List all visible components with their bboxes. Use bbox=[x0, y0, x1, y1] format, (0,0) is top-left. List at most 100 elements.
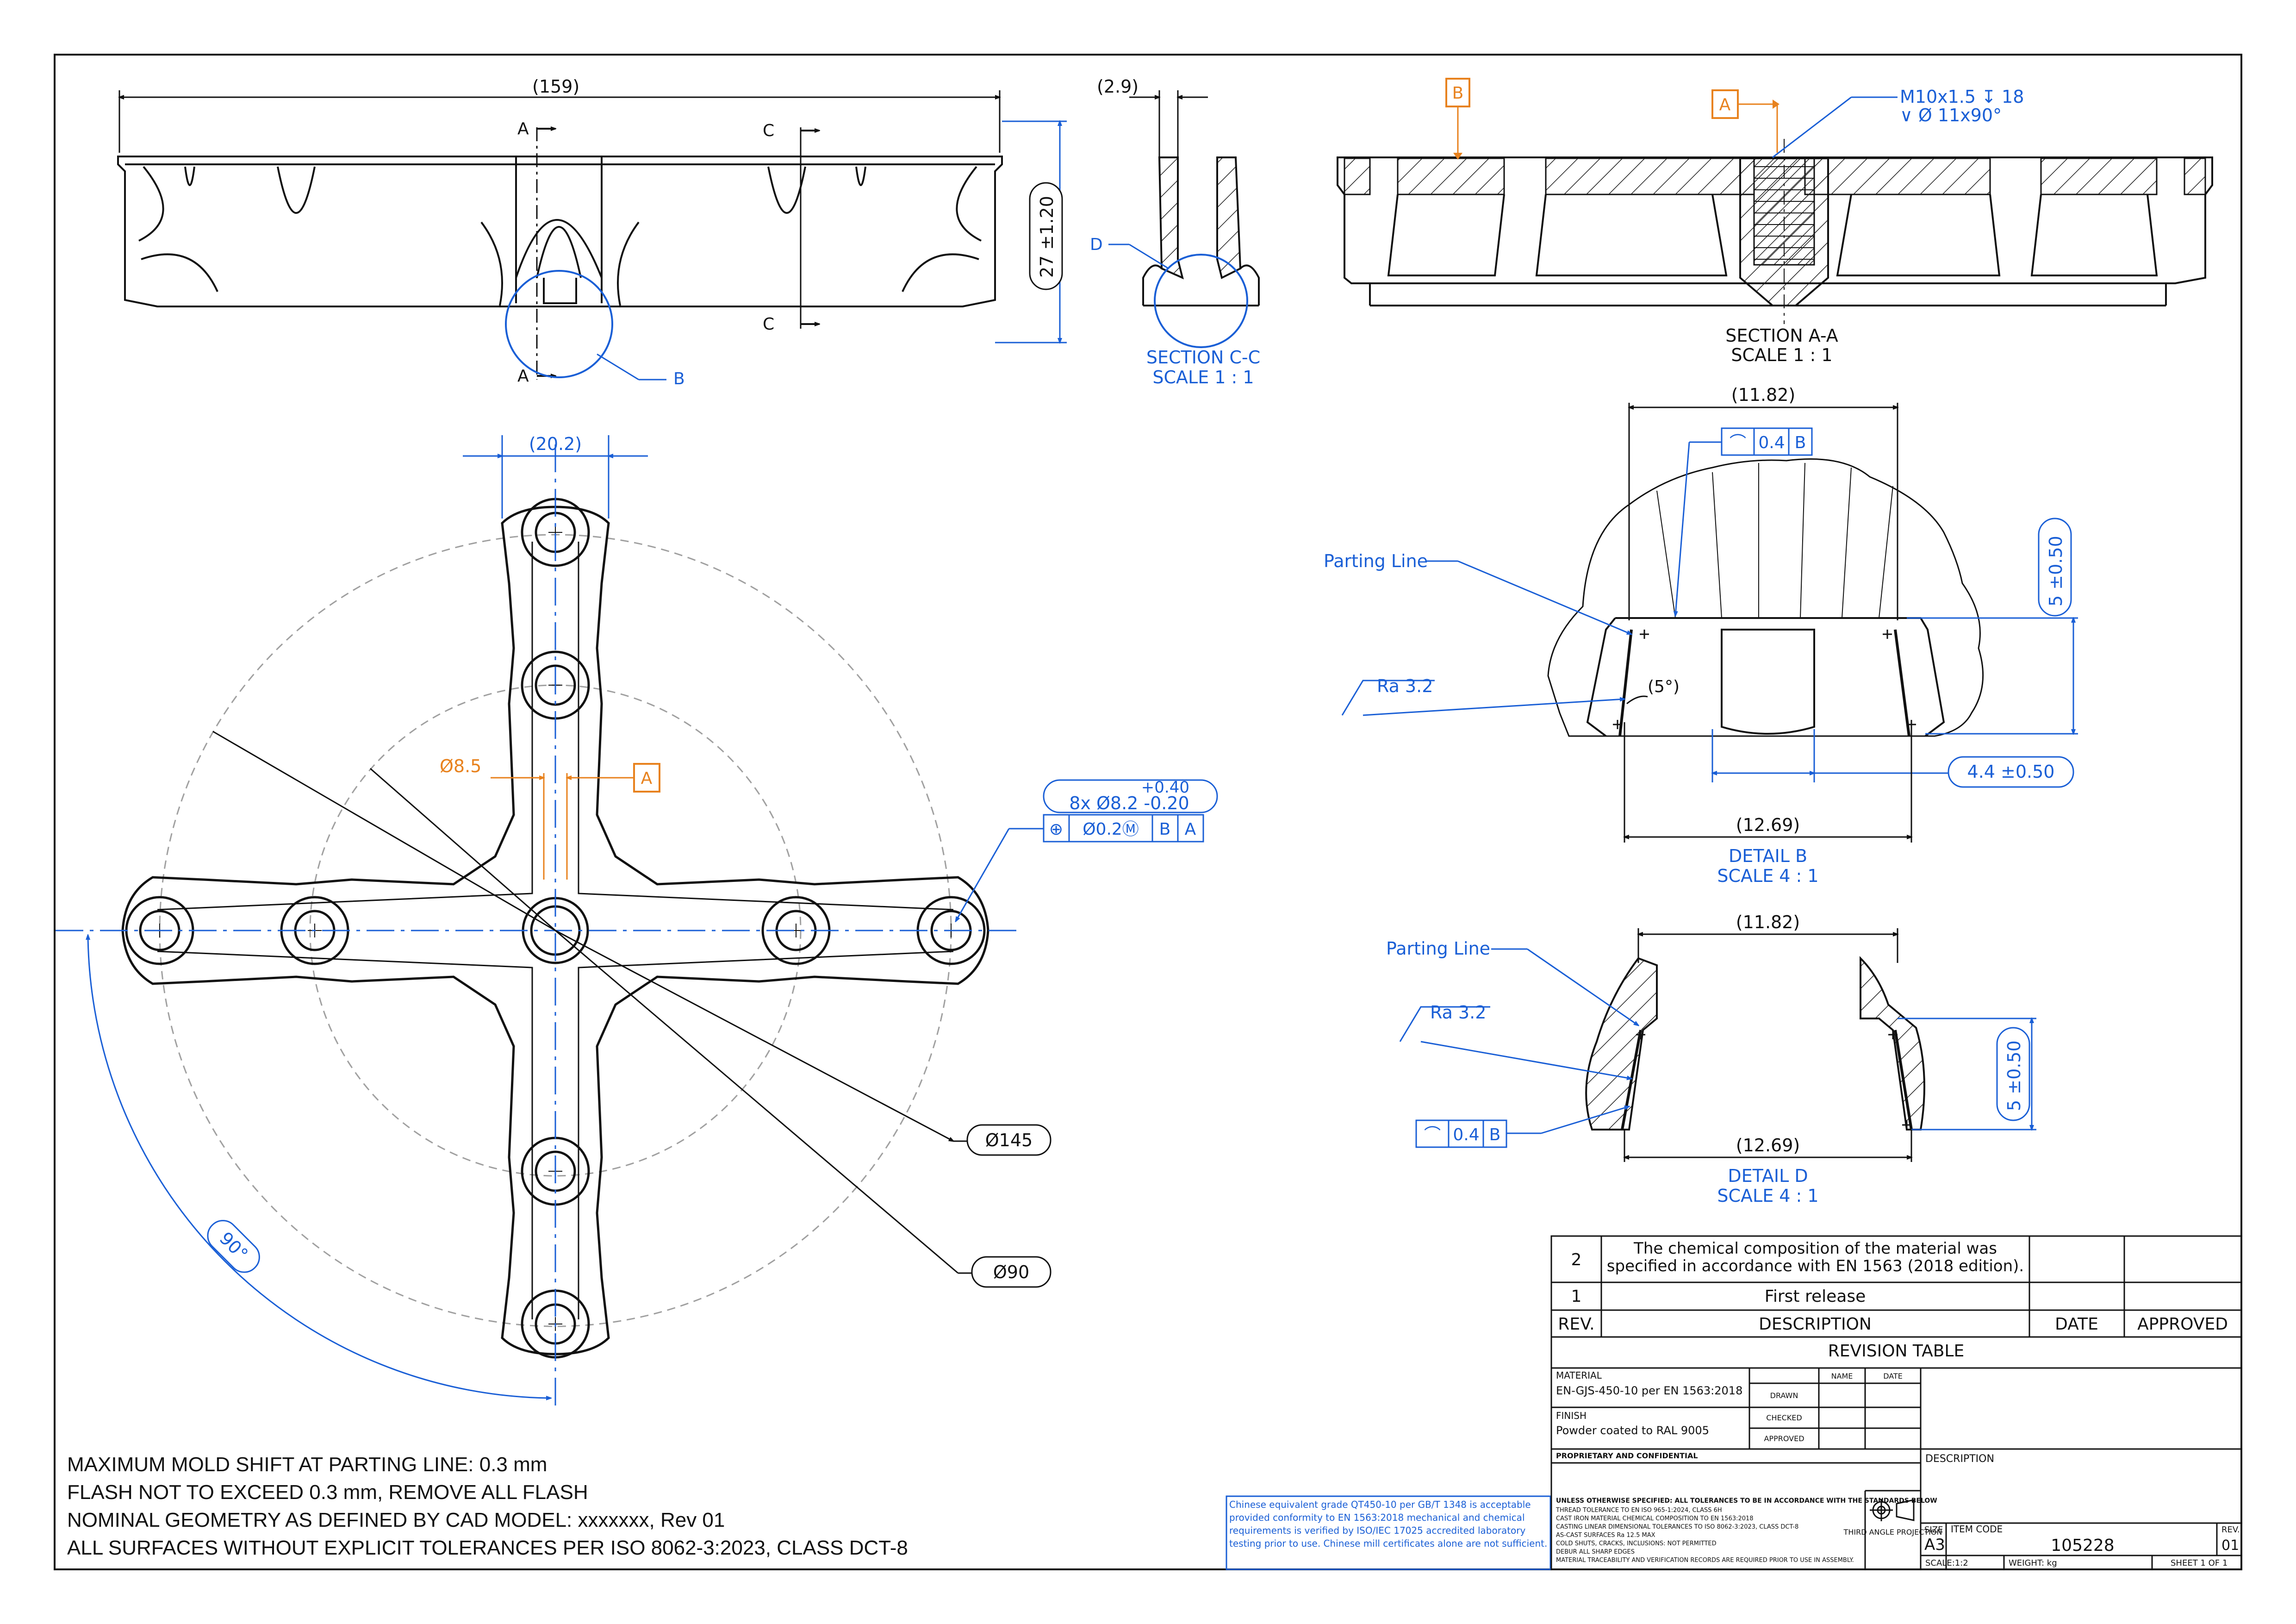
material-value: EN-GJS-450-10 per EN 1563:2018 bbox=[1556, 1384, 1742, 1397]
dim-bore-diameter: Ø8.5 bbox=[440, 756, 481, 776]
material-label: MATERIAL bbox=[1556, 1370, 1602, 1381]
pcd-inner-diameter: Ø90 bbox=[993, 1262, 1029, 1282]
dim-overall-length: (159) bbox=[532, 76, 579, 97]
size-value: A3 bbox=[1924, 1536, 1945, 1554]
detail-d-dim-height: 5 ±0.50 bbox=[2004, 1040, 2024, 1111]
finish-label: FINISH bbox=[1556, 1410, 1587, 1421]
tolerance-line: CAST IRON MATERIAL CHEMICAL COMPOSITION … bbox=[1556, 1515, 1754, 1522]
third-angle-projection-icon bbox=[1870, 1499, 1915, 1521]
approved-label: APPROVED bbox=[1764, 1434, 1804, 1443]
material-note-box bbox=[1226, 1495, 1551, 1570]
position-tolerance-icon: ⊕ bbox=[1049, 820, 1063, 839]
section-a-a-scale: SCALE 1 : 1 bbox=[1731, 345, 1832, 365]
section-markers-top: A A C C bbox=[517, 119, 819, 386]
detail-b-profile-tol: 0.4 bbox=[1758, 433, 1785, 452]
detail-d-dim-top: (11.82) bbox=[1736, 912, 1800, 932]
detail-b-scale: SCALE 4 : 1 bbox=[1717, 866, 1818, 886]
parting-line-label-d: Parting Line bbox=[1386, 938, 1490, 959]
detail-d-title: DETAIL D bbox=[1728, 1166, 1808, 1186]
drawn-label: DRAWN bbox=[1770, 1391, 1798, 1400]
section-a-a-title: SECTION A-A bbox=[1725, 325, 1838, 346]
rev-row-2-number: 2 bbox=[1571, 1250, 1582, 1269]
finish-value: Powder coated to RAL 9005 bbox=[1556, 1424, 1709, 1437]
rev-header: REV. bbox=[1558, 1315, 1594, 1334]
section-c-marker: C bbox=[763, 121, 774, 140]
detail-b-title: DETAIL B bbox=[1729, 846, 1807, 866]
tolerance-line: DEBUR ALL SHARP EDGES bbox=[1556, 1549, 1635, 1555]
section-a-a-view: B A M10x1.5 ↧ 18 ∨ Ø 11x90° SECTION A-A … bbox=[1337, 78, 2213, 365]
detail-d-view: (11.82) Parting Line Ra 3.2 ⌒ 0.4 B 5 ±0… bbox=[1386, 912, 2036, 1206]
section-c-c-scale: SCALE 1 : 1 bbox=[1152, 367, 1254, 387]
detail-b-dim-height: 5 ±0.50 bbox=[2046, 536, 2066, 606]
detail-b-dim-bottom: (12.69) bbox=[1736, 815, 1800, 835]
detail-d-profile-tol: 0.4 bbox=[1453, 1125, 1479, 1144]
detail-d-dim-bottom: (12.69) bbox=[1736, 1135, 1800, 1156]
tolerance-line: AS-CAST SURFACES Ra 12.5 MAX bbox=[1556, 1532, 1655, 1539]
rev-row-2-description: The chemical composition of the material… bbox=[1606, 1240, 2024, 1275]
tolerance-heading: UNLESS OTHERWISE SPECIFIED: ALL TOLERANC… bbox=[1556, 1497, 1937, 1505]
detail-b-label: B bbox=[673, 369, 685, 388]
detail-b-profile-datum: B bbox=[1795, 433, 1806, 452]
dim-wall-thickness: (2.9) bbox=[1097, 76, 1139, 97]
hole-callout: 8x Ø8.2 -0.20 bbox=[1069, 793, 1189, 813]
detail-b-roughness: Ra 3.2 bbox=[1377, 676, 1433, 696]
sheet-border bbox=[54, 54, 2242, 1570]
hole-tolerance-upper: +0.40 bbox=[1141, 778, 1189, 797]
detail-d-roughness: Ra 3.2 bbox=[1430, 1002, 1486, 1023]
dim-height: 27 ±1.20 bbox=[1037, 196, 1057, 278]
profile-tolerance-icon-d: ⌒ bbox=[1424, 1125, 1441, 1144]
tolerance-line: COLD SHUTS, CRACKS, INCLUSIONS: NOT PERM… bbox=[1556, 1540, 1717, 1547]
detail-b-view: (11.82) ⌒ 0.4 B Parting Line Ra 3.2 (5°)… bbox=[1324, 385, 2078, 886]
revision-table-title: REVISION TABLE bbox=[1828, 1342, 1965, 1361]
proprietary-label: PROPRIETARY AND CONFIDENTIAL bbox=[1556, 1451, 1698, 1460]
description-header: DESCRIPTION bbox=[1759, 1315, 1872, 1334]
note-4: ALL SURFACES WITHOUT EXPLICIT TOLERANCES… bbox=[67, 1537, 908, 1559]
item-code-label: ITEM CODE bbox=[1951, 1524, 2003, 1535]
checked-label: CHECKED bbox=[1766, 1413, 1802, 1422]
detail-d-label: D bbox=[1090, 235, 1103, 254]
datum-a-tag-plan: A bbox=[641, 769, 653, 788]
datum-a-tag: A bbox=[1719, 95, 1731, 114]
detail-d-profile-datum: B bbox=[1489, 1125, 1501, 1144]
tolerance-line: MATERIAL TRACEABILITY AND VERIFICATION R… bbox=[1556, 1557, 1854, 1564]
dim-arm-width: (20.2) bbox=[529, 434, 582, 454]
item-code-value: 105228 bbox=[2051, 1536, 2114, 1555]
weight-value: WEIGHT: kg bbox=[2009, 1558, 2057, 1568]
datum-b-tag: B bbox=[1452, 84, 1464, 103]
section-c-marker-bottom: C bbox=[763, 315, 774, 334]
profile-tolerance-icon: ⌒ bbox=[1730, 433, 1746, 452]
detail-b-dim-boss: 4.4 ±0.50 bbox=[1967, 762, 2055, 782]
detail-b-callout: B bbox=[505, 270, 685, 388]
note-2: FLASH NOT TO EXCEED 0.3 mm, REMOVE ALL F… bbox=[67, 1481, 588, 1504]
fcf-datum-b: B bbox=[1159, 820, 1171, 839]
size-label: SIZE bbox=[1924, 1525, 1943, 1535]
thread-callout: M10x1.5 ↧ 18 bbox=[1900, 87, 2024, 107]
scale-value: SCALE:1:2 bbox=[1925, 1558, 1968, 1568]
section-a-marker-bottom: A bbox=[517, 367, 529, 386]
date-header: DATE bbox=[2055, 1315, 2098, 1334]
material-note: Chinese equivalent grade QT450-10 per GB… bbox=[1229, 1499, 1548, 1549]
section-c-c-title: SECTION C-C bbox=[1146, 347, 1260, 368]
rev-row-1-description: First release bbox=[1765, 1287, 1866, 1306]
revision-table bbox=[1550, 1235, 2242, 1369]
approved-header: APPROVED bbox=[2137, 1315, 2228, 1334]
detail-b-draft-angle: (5°) bbox=[1648, 677, 1680, 696]
revision-table-text: 2 The chemical composition of the materi… bbox=[1558, 1240, 2228, 1361]
sheet-value: SHEET 1 OF 1 bbox=[2171, 1558, 2228, 1568]
general-notes: MAXIMUM MOLD SHIFT AT PARTING LINE: 0.3 … bbox=[67, 1453, 908, 1559]
title-block bbox=[1550, 1367, 2242, 1570]
rev-row-1-number: 1 bbox=[1571, 1287, 1582, 1306]
plan-view: (20.2) Ø8.5 A +0.40 8x Ø8.2 -0.20 ⊕ Ø0.2… bbox=[56, 434, 1218, 1412]
tolerance-line: CASTING LINEAR DIMENSIONAL TOLERANCES TO… bbox=[1556, 1524, 1798, 1530]
fcf-tolerance: Ø0.2Ⓜ bbox=[1083, 820, 1139, 839]
projection-label: THIRD ANGLE PROJECTION bbox=[1843, 1528, 1942, 1537]
fcf-datum-a: A bbox=[1185, 820, 1196, 839]
countersink-callout: ∨ Ø 11x90° bbox=[1900, 105, 2002, 125]
title-block-text: MATERIAL EN-GJS-450-10 per EN 1563:2018 … bbox=[1556, 1370, 2240, 1568]
rev-value: 01 bbox=[2221, 1537, 2239, 1554]
detail-d-scale: SCALE 4 : 1 bbox=[1717, 1186, 1818, 1206]
note-1: MAXIMUM MOLD SHIFT AT PARTING LINE: 0.3 … bbox=[67, 1453, 547, 1476]
date-header-tb: DATE bbox=[1883, 1372, 1903, 1380]
parting-line-label: Parting Line bbox=[1324, 551, 1428, 571]
